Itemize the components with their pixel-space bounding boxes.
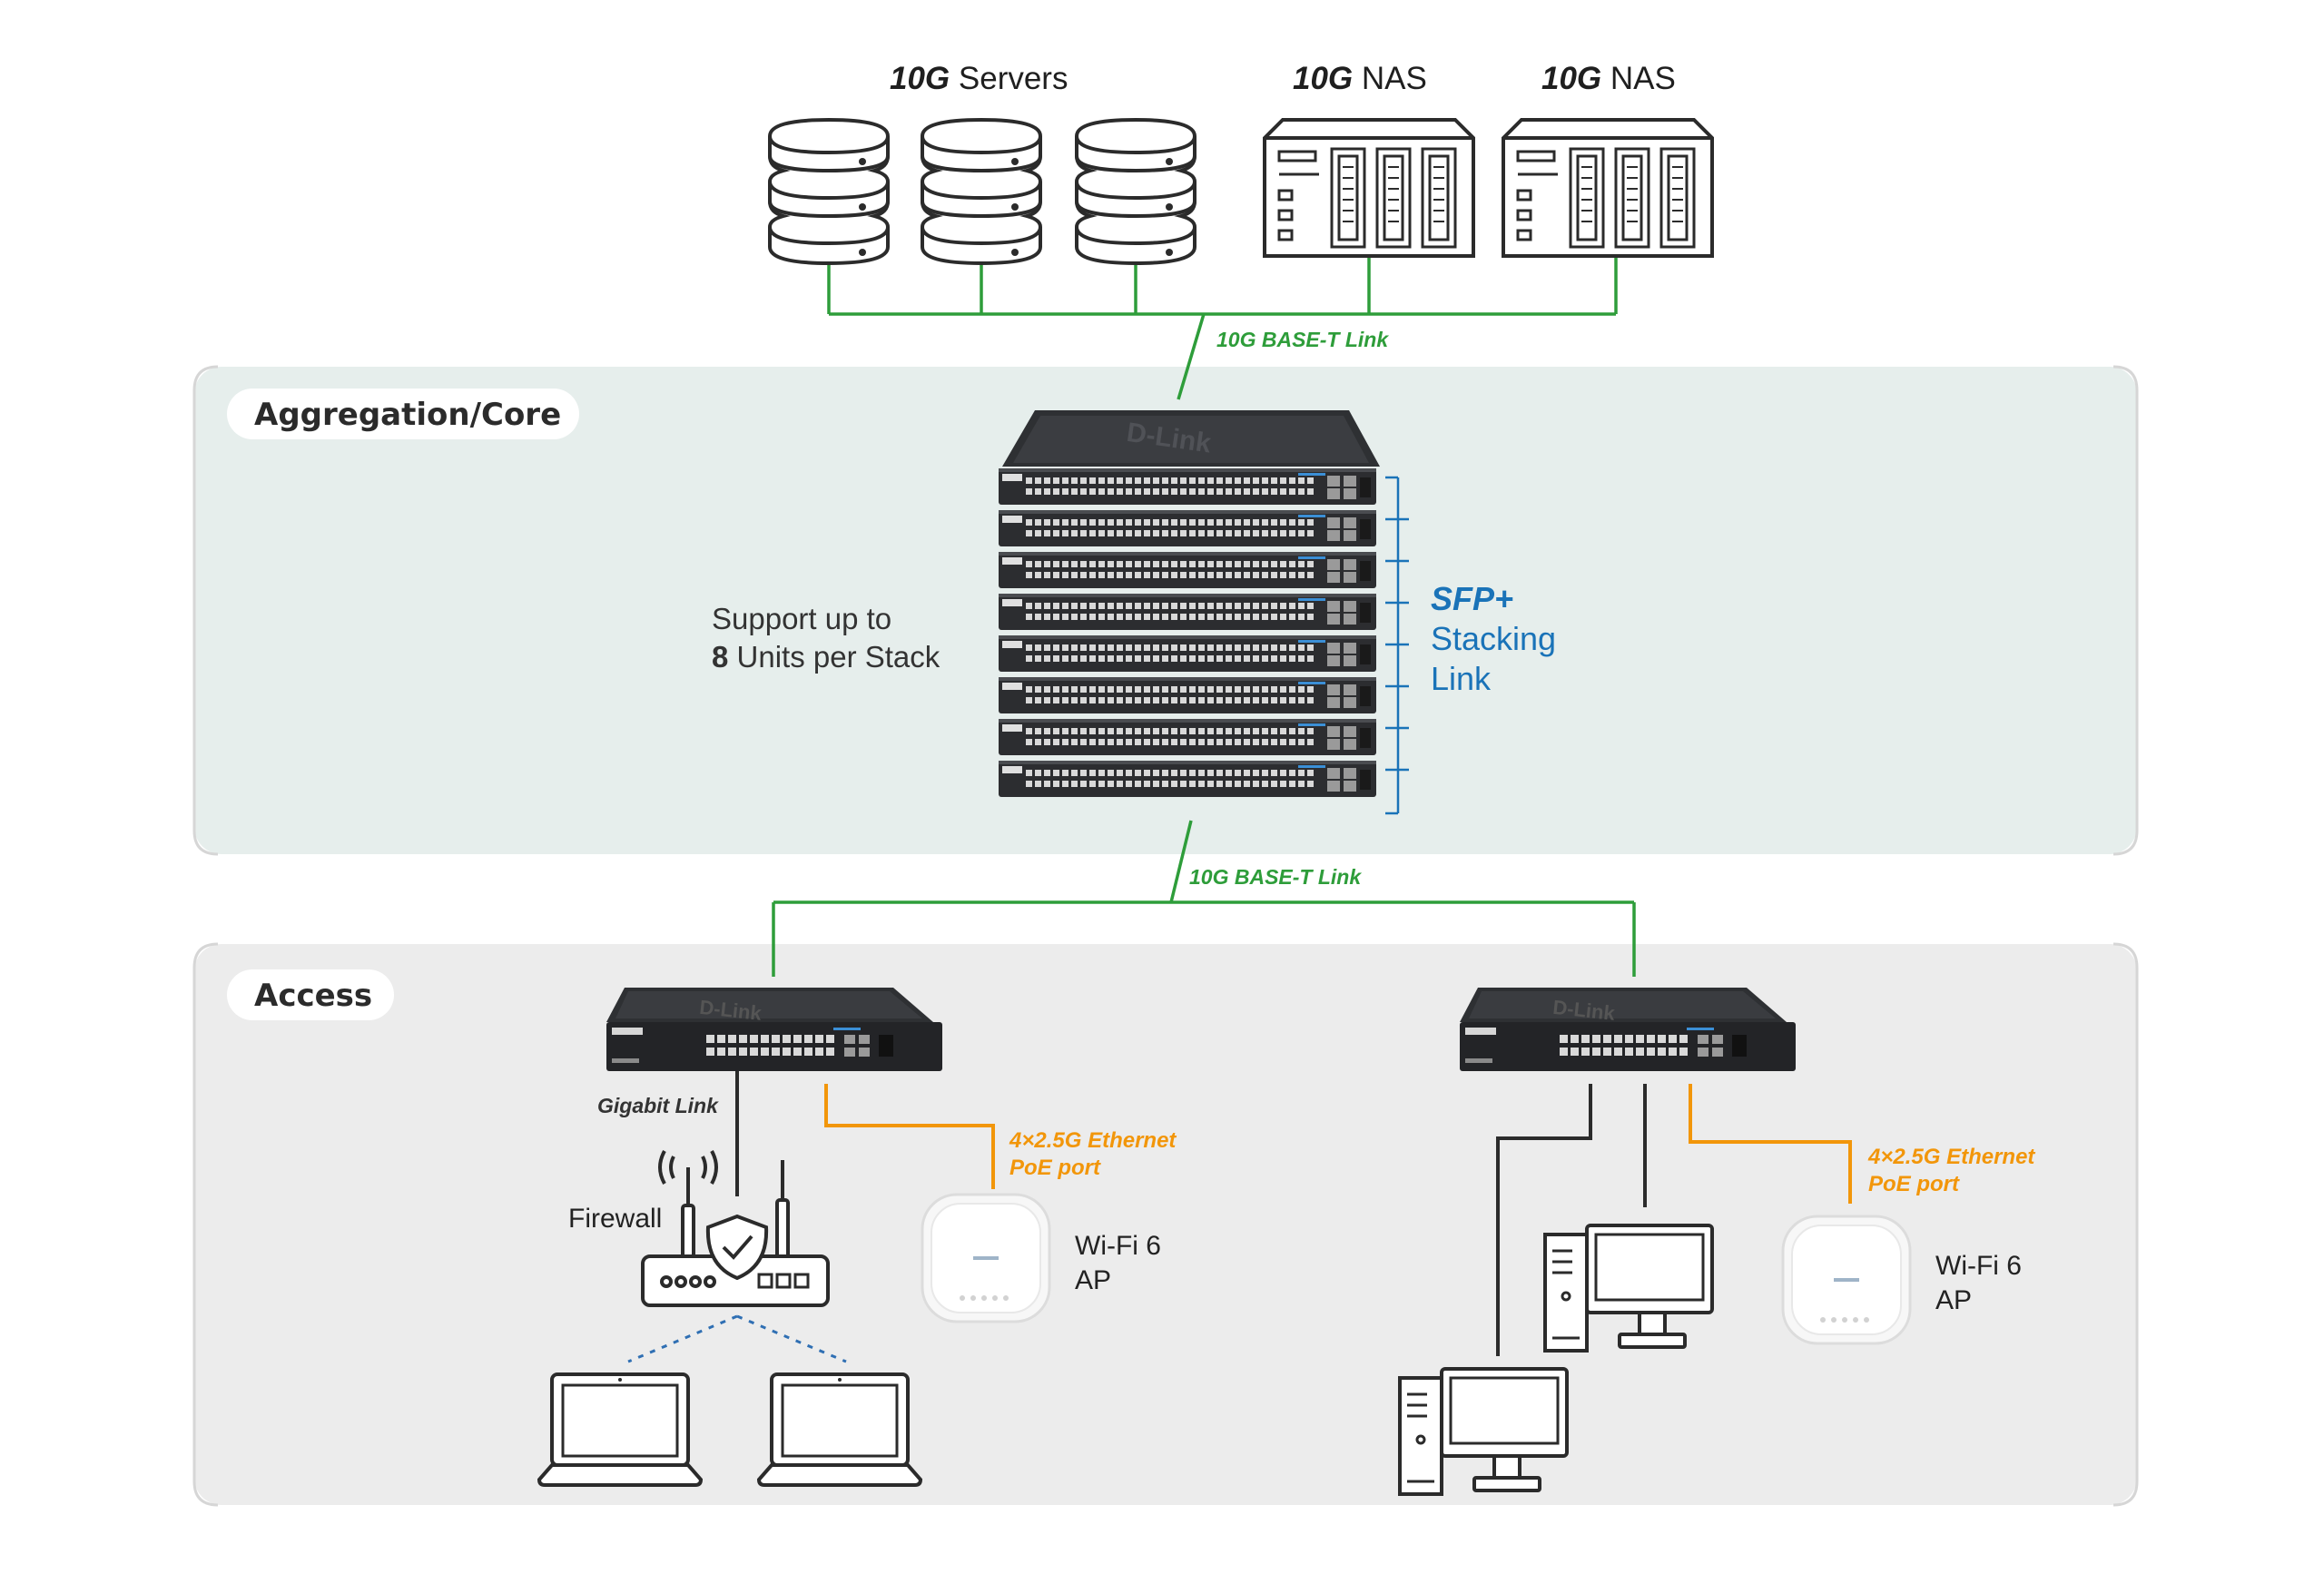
gigabit-link-label: Gigabit Link xyxy=(597,1094,719,1117)
link-label: Link xyxy=(1431,660,1492,697)
stacking-link-bracket xyxy=(1385,476,1409,815)
core-to-access-links xyxy=(772,820,1636,977)
left-ap-label-line1: Wi-Fi 6 xyxy=(1075,1231,1161,1261)
right-poe-link xyxy=(1689,1084,1852,1204)
right-poe-label-line2: PoE port xyxy=(1868,1172,1960,1196)
nas-icon xyxy=(1263,118,1475,258)
aggregation-title: Aggregation/Core xyxy=(254,397,561,433)
top-10g-links xyxy=(827,258,1618,400)
core-downlink-label: 10G BASE-T Link xyxy=(1189,865,1362,889)
router-firewall-icon xyxy=(641,1150,830,1307)
server-icon xyxy=(921,118,1042,265)
right-poe-label-line1: 4×2.5G Ethernet xyxy=(1867,1145,2035,1169)
nas-icon xyxy=(1502,118,1714,258)
access-left-bracket xyxy=(192,942,219,1507)
nas-heading-2: 10G NAS xyxy=(1541,61,1676,96)
wifi-ap-icon xyxy=(921,1193,1051,1323)
top-link-label: 10G BASE-T Link xyxy=(1216,328,1389,351)
right-ap-label-line1: Wi-Fi 6 xyxy=(1935,1251,2022,1281)
pc-link-1 xyxy=(1496,1084,1592,1356)
wifi-ap-icon xyxy=(1781,1215,1912,1345)
aggregation-right-bracket xyxy=(2112,365,2139,856)
access-zone xyxy=(194,944,2137,1505)
left-ap-label-line2: AP xyxy=(1075,1265,1111,1295)
stack-support-line2: 8 Units per Stack xyxy=(712,640,940,674)
stack-support-line1: Support up to xyxy=(712,602,891,635)
laptop-icon xyxy=(757,1372,922,1487)
switch-stack: D-Link xyxy=(999,410,1380,797)
access-title: Access xyxy=(254,978,372,1014)
switch-icon xyxy=(1460,988,1796,1071)
server-icon xyxy=(1075,118,1196,265)
laptop-icon xyxy=(537,1372,703,1487)
left-poe-label-line2: PoE port xyxy=(1009,1156,1101,1180)
stacking-label: Stacking xyxy=(1431,620,1556,657)
switch-icon xyxy=(606,988,942,1071)
access-title-pill xyxy=(227,969,394,1020)
right-ap-label-line2: AP xyxy=(1935,1285,1972,1315)
aggregation-left-bracket xyxy=(192,365,219,856)
servers-heading: 10G Servers xyxy=(890,61,1068,96)
left-poe-label-line1: 4×2.5G Ethernet xyxy=(1009,1128,1177,1153)
nas-heading-1: 10G NAS xyxy=(1293,61,1427,96)
aggregation-title-pill xyxy=(227,389,579,439)
server-icon xyxy=(768,118,890,265)
firewall-label: Firewall xyxy=(568,1204,662,1234)
left-poe-link xyxy=(824,1084,995,1189)
access-right-bracket xyxy=(2112,942,2139,1507)
sfp-label: SFP+ xyxy=(1431,580,1513,617)
